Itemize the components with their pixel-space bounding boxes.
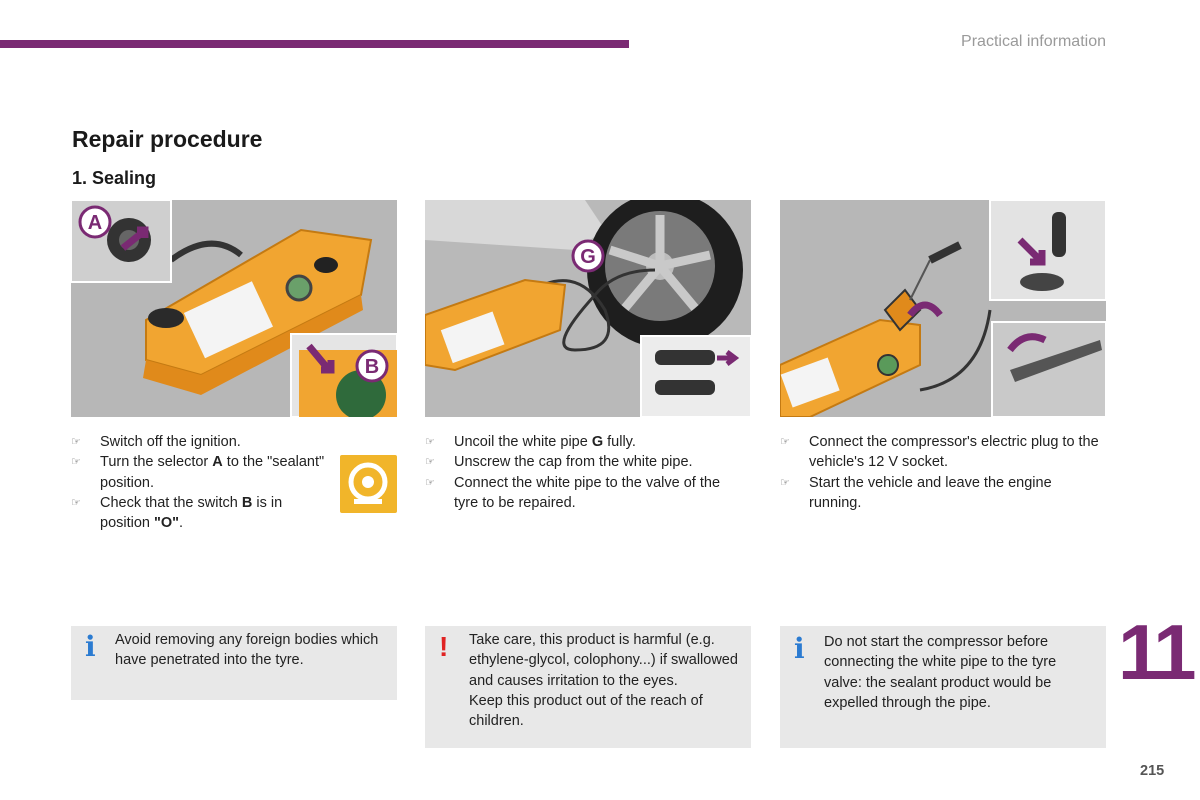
section-title: Practical information [961,33,1106,50]
page-number: 215 [1140,763,1165,779]
step-item: ☞Start the vehicle and leave the engine … [780,474,1052,511]
step-item: ☞Switch off the ignition. [71,432,333,452]
info-note-compressor: i Do not start the compressor before con… [780,626,1106,748]
step-item: ☞Connect the white pipe to the valve of … [425,474,721,511]
pointing-hand-icon: ☞ [780,476,790,489]
pointing-hand-icon: ☞ [425,456,435,469]
note-text: Do not start the compressor before conne… [824,634,1057,711]
callout-a: A [88,212,102,234]
step-item: ☞Connect the compressor's electric plug … [780,434,1099,471]
note-text: Keep this product out of the reach of ch… [469,692,703,730]
page-title: Repair procedure [72,126,263,152]
callout-g: G [580,246,596,268]
figure-electric-plug [780,200,1106,417]
pointing-hand-icon: ☞ [71,436,81,448]
step-item: ☞Uncoil the white pipe G fully. [425,432,745,452]
callout-b: B [365,356,379,378]
pointing-hand-icon: ☞ [425,476,435,489]
step-item: ☞Turn the selector A to the "sealant" po… [71,454,325,491]
note-text: Take care, this product is harmful (e.g.… [469,632,738,689]
figure-white-pipe: G [425,200,751,417]
note-text: Avoid removing any foreign bodies which … [115,632,379,669]
step-list-plug: ☞Connect the compressor's electric plug … [780,432,1106,513]
pointing-hand-icon: ☞ [425,436,435,448]
section-subtitle: 1. Sealing [72,168,157,188]
step-list-pipe: ☞Uncoil the white pipe G fully. ☞Unscrew… [425,432,745,513]
figure-compressor-selector: A B [71,200,397,417]
chapter-number: 11 [1118,608,1196,696]
info-icon: i [85,630,96,663]
pointing-hand-icon: ☞ [780,436,790,448]
step-list-ignition: ☞Switch off the ignition. ☞Turn the sele… [71,432,333,533]
info-note-foreign-bodies: i Avoid removing any foreign bodies whic… [71,626,397,700]
header-accent-bar [0,40,629,48]
pointing-hand-icon: ☞ [71,496,81,509]
warning-note-harmful: ! Take care, this product is harmful (e.… [425,626,751,748]
warning-icon: ! [439,631,449,662]
pointing-hand-icon: ☞ [71,456,81,469]
info-icon: i [794,632,805,665]
step-item: ☞Check that the switch B is in position … [71,494,283,532]
step-item: ☞Unscrew the cap from the white pipe. [425,452,745,472]
tyre-sealant-icon [340,455,397,513]
